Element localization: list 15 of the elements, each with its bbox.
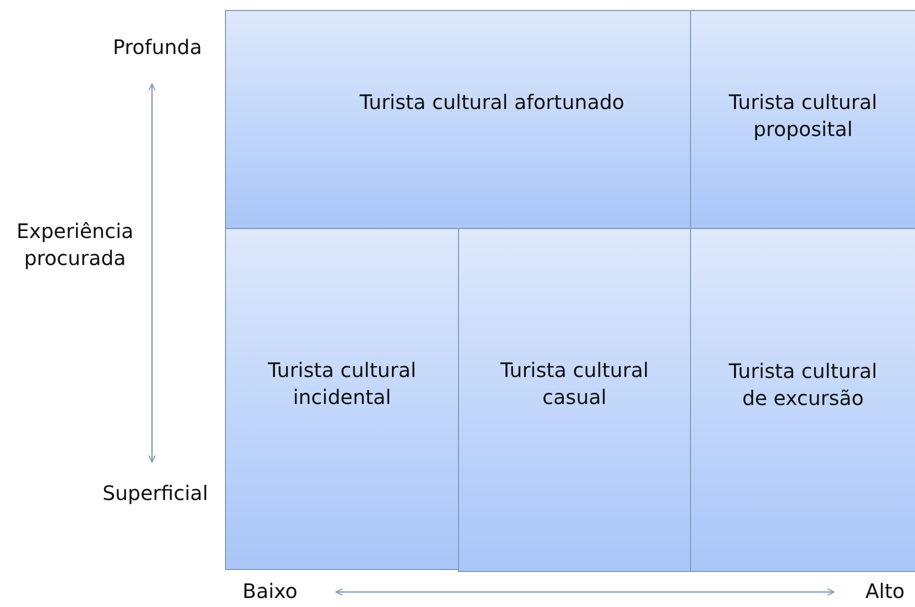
axis-title: Experiência procurada xyxy=(15,218,135,272)
quadrant-box xyxy=(690,10,915,229)
quadrant-box xyxy=(225,10,691,229)
axis-label: Superficial xyxy=(101,480,208,507)
category-label: Turista cultural proposital xyxy=(728,89,878,143)
quadrant-box xyxy=(458,228,691,572)
category-label: Turista cultural de excursão xyxy=(728,358,878,412)
axis-label: Profunda xyxy=(112,34,202,61)
quadrant-box xyxy=(690,228,915,572)
category-label: Turista cultural afortunado xyxy=(358,89,626,116)
axis-label: Baixo xyxy=(242,578,298,605)
category-label: Turista cultural incidental xyxy=(266,357,418,411)
quadrant-box xyxy=(225,228,459,570)
axis-label: Alto xyxy=(864,578,906,605)
category-label: Turista cultural casual xyxy=(499,357,650,411)
